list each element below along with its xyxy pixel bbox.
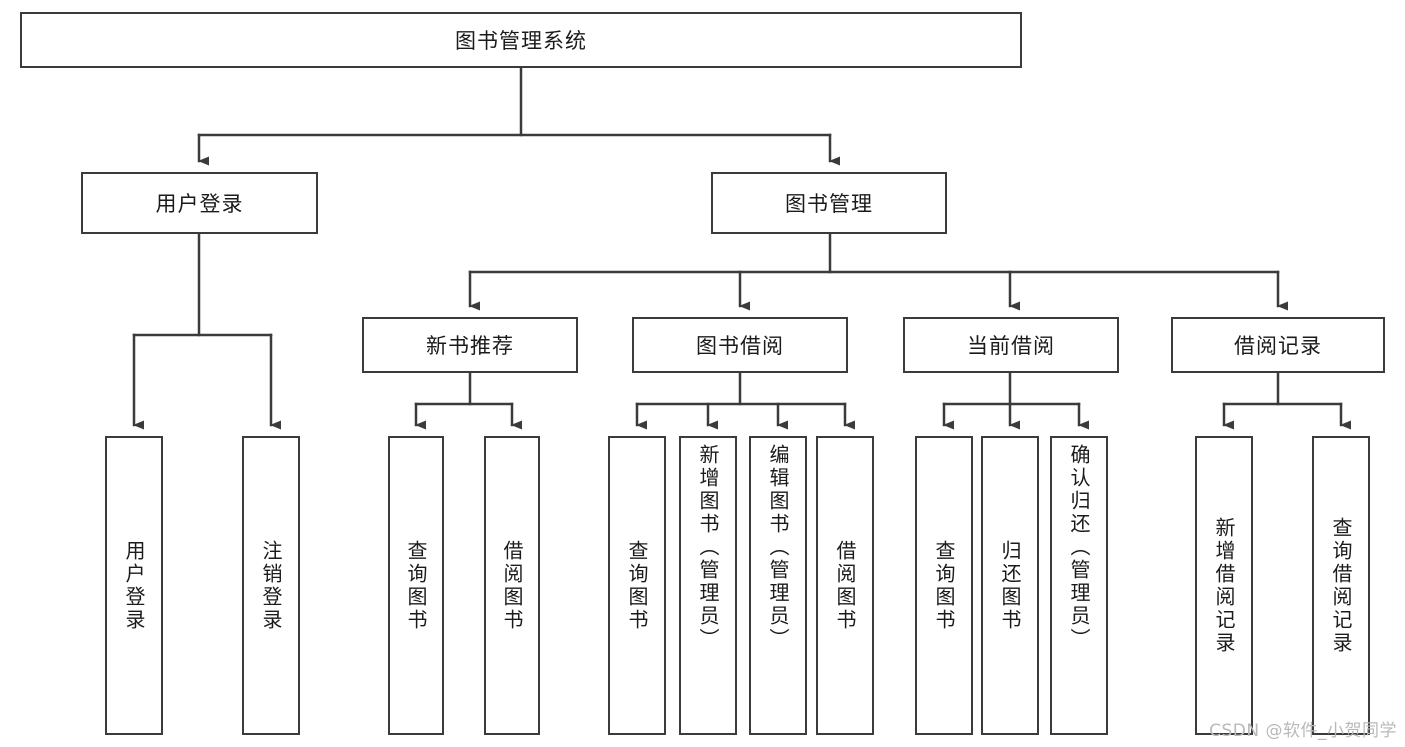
node-leaf-add-book[interactable]: 新增图书（管理员） [679,436,737,735]
node-new-book-recommend[interactable]: 新书推荐 [362,317,578,373]
node-book-manage[interactable]: 图书管理 [711,172,947,234]
node-leaf-logout[interactable]: 注销登录 [242,436,300,735]
node-label: 借阅图书 [500,539,524,632]
node-leaf-query-borrow-record[interactable]: 查询借阅记录 [1312,436,1370,735]
node-leaf-query-book-borrow[interactable]: 查询图书 [608,436,666,735]
node-label: 用户登录 [155,192,244,216]
node-label: 新增借阅记录 [1212,516,1236,655]
node-leaf-return-book[interactable]: 归还图书 [981,436,1039,735]
node-label: 查询借阅记录 [1329,516,1353,655]
node-label: 注销登录 [259,539,283,632]
node-leaf-query-book-recommend[interactable]: 查询图书 [388,436,444,735]
node-label: 确认归还（管理员） [1067,444,1091,651]
node-label: 查询图书 [404,539,428,632]
node-label: 图书管理 [785,192,873,216]
node-user-login[interactable]: 用户登录 [81,172,318,234]
node-root-system[interactable]: 图书管理系统 [20,12,1022,68]
node-leaf-query-book-current[interactable]: 查询图书 [915,436,973,735]
node-leaf-edit-book[interactable]: 编辑图书（管理员） [749,436,807,735]
node-leaf-confirm-return[interactable]: 确认归还（管理员） [1050,436,1108,735]
node-leaf-user-login[interactable]: 用户登录 [105,436,163,735]
node-label: 查询图书 [625,539,649,632]
node-label: 借阅图书 [833,539,857,632]
node-book-borrow[interactable]: 图书借阅 [632,317,848,373]
node-label: 用户登录 [122,539,146,632]
node-borrow-record[interactable]: 借阅记录 [1171,317,1385,373]
node-label: 归还图书 [998,539,1022,632]
node-label: 图书管理系统 [455,29,587,53]
node-label: 新书推荐 [426,334,514,358]
node-leaf-borrow-book-recommend[interactable]: 借阅图书 [484,436,540,735]
node-label: 借阅记录 [1234,334,1322,358]
node-leaf-add-borrow-record[interactable]: 新增借阅记录 [1195,436,1253,735]
node-leaf-borrow-book[interactable]: 借阅图书 [816,436,874,735]
node-label: 查询图书 [932,539,956,632]
node-current-borrow[interactable]: 当前借阅 [903,317,1119,373]
node-label: 新增图书（管理员） [696,444,720,651]
node-label: 图书借阅 [696,334,784,358]
node-label: 编辑图书（管理员） [766,444,790,651]
node-label: 当前借阅 [967,334,1055,358]
